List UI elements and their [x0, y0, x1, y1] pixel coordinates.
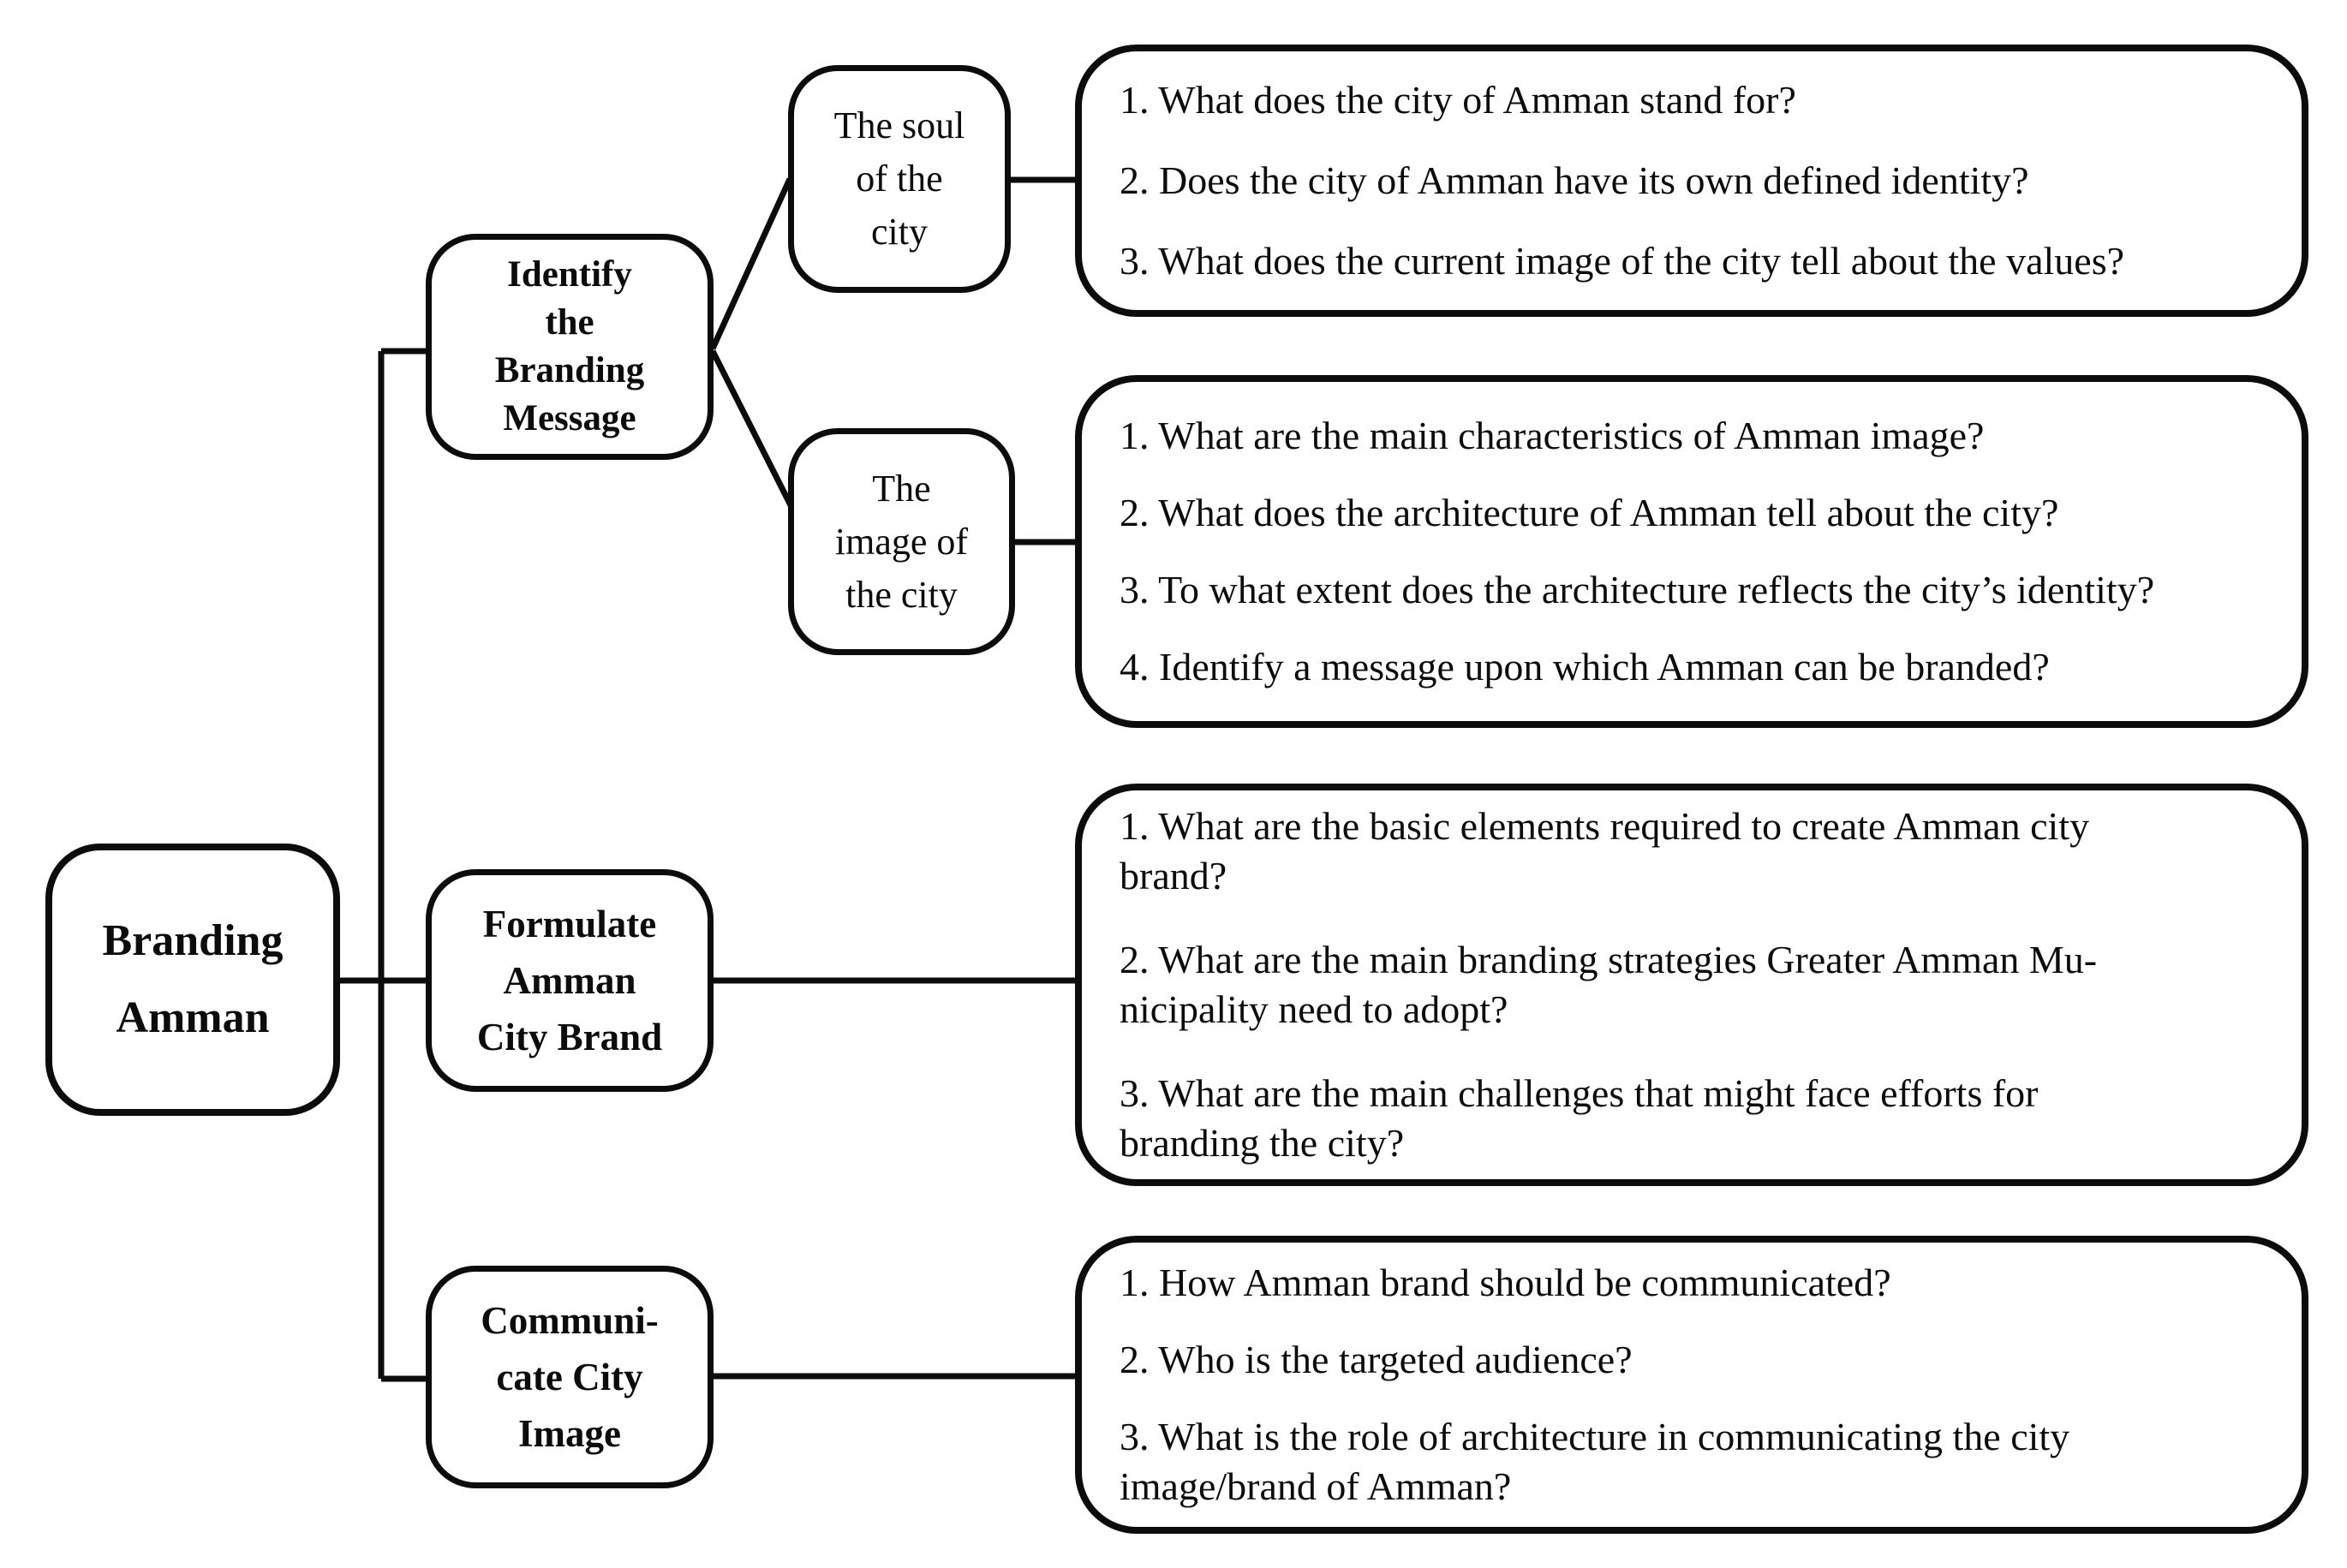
- question-item: 3. To what extent does the architecture …: [1120, 568, 2155, 611]
- branch-node-identify-branding-message: Identify the Branding Message: [426, 234, 714, 460]
- question-item: 2. Who is the targeted audience?: [1120, 1338, 1633, 1381]
- subnode-soul-of-city: The soul of the city: [788, 65, 1011, 293]
- question-item: 2. What are the main branding strategies…: [1120, 938, 2098, 1031]
- question-item: 2. Does the city of Amman have its own d…: [1120, 158, 2029, 202]
- question-item: 3. What are the main challenges that mig…: [1120, 1071, 2039, 1165]
- questions-box-soul-of-city: 1. What does the city of Amman stand for…: [1075, 45, 2308, 317]
- questions-box-communicate-image: 1. How Amman brand should be communicate…: [1075, 1236, 2308, 1534]
- question-item: 4. Identify a message upon which Amman c…: [1120, 645, 2050, 689]
- identify-to-soul-line: [709, 177, 793, 350]
- root-node-branding-amman: Branding Amman: [45, 844, 340, 1116]
- question-item: 2. What does the architecture of Amman t…: [1120, 491, 2059, 534]
- question-item: 1. What are the basic elements required …: [1120, 804, 2090, 897]
- subnode-image-of-city: The image of the city: [788, 428, 1015, 655]
- questions-box-image-of-city: 1. What are the main characteristics of …: [1075, 375, 2308, 728]
- question-item: 3. What is the role of architecture in c…: [1120, 1415, 2070, 1508]
- question-item: 1. What are the main characteristics of …: [1120, 414, 1985, 457]
- question-item: 1. What does the city of Amman stand for…: [1120, 78, 1796, 122]
- branch-node-communicate-city-image: Communi- cate City Image: [426, 1266, 714, 1488]
- question-item: 3. What does the current image of the ci…: [1120, 239, 2125, 283]
- questions-box-formulate-brand: 1. What are the basic elements required …: [1075, 784, 2308, 1186]
- question-item: 1. How Amman brand should be communicate…: [1120, 1261, 1891, 1304]
- identify-to-image-line: [709, 349, 795, 509]
- branch-node-formulate-city-brand: Formulate Amman City Brand: [426, 869, 714, 1092]
